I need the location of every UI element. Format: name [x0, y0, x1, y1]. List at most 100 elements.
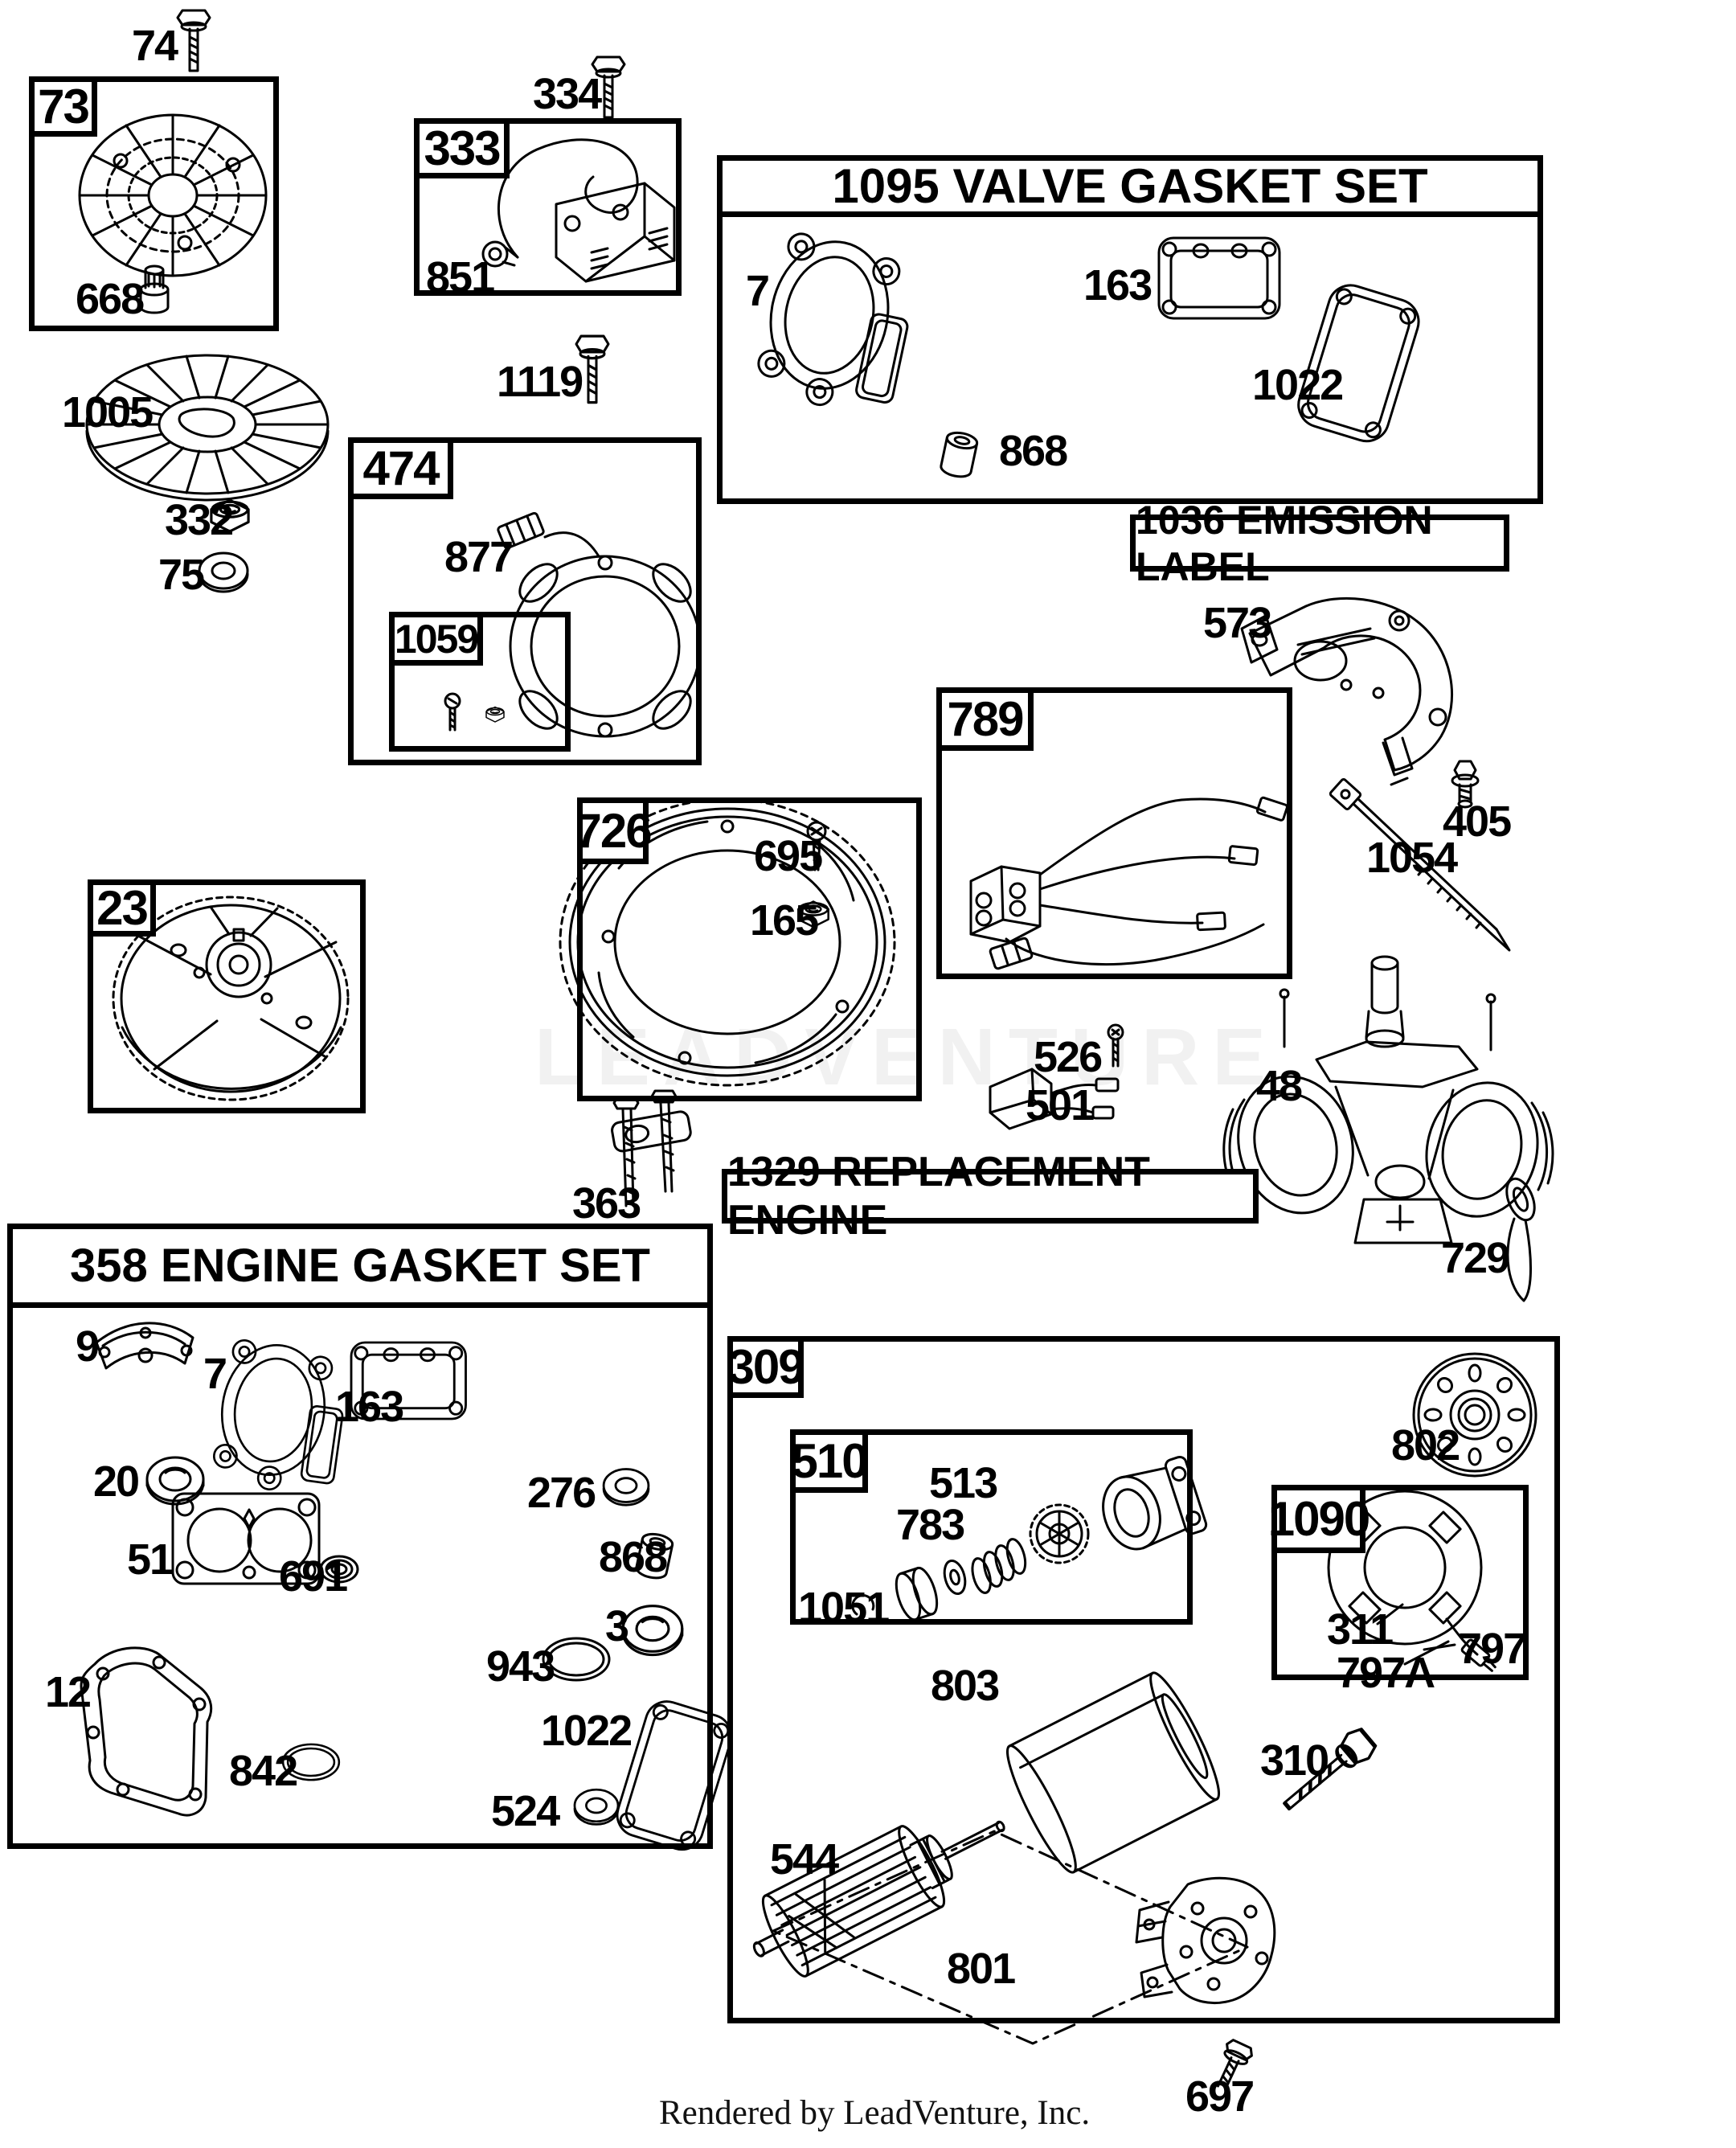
part-label-524[interactable]: 524 [491, 1787, 560, 1835]
part-label-332[interactable]: 332 [165, 496, 234, 544]
part-label-691[interactable]: 691 [279, 1552, 348, 1601]
part-label-526[interactable]: 526 [1034, 1033, 1103, 1081]
starter-housing-803-sketch [1005, 1671, 1221, 1874]
ignition-coil-333-sketch [481, 138, 676, 283]
blower-screen-73-sketch [78, 113, 268, 277]
flywheel-23-sketch [112, 896, 350, 1101]
part-label-802[interactable]: 802 [1391, 1421, 1460, 1470]
washer-75-sketch [198, 551, 249, 593]
part-label-544[interactable]: 544 [770, 1835, 839, 1884]
crankcase-gasket-12-sketch [80, 1646, 213, 1817]
section-box-309: 309 [727, 1336, 1560, 2023]
part-label-165[interactable]: 165 [750, 896, 819, 945]
part-label-729[interactable]: 729 [1441, 1234, 1510, 1282]
section-title-1036: 1036 EMISSION LABEL [1130, 498, 1509, 589]
part-label-7[interactable]: 7 [746, 267, 770, 315]
section-box-510: 510 [790, 1429, 1193, 1625]
ring-gear-726-sketch [559, 797, 896, 1087]
part-label-697[interactable]: 697 [1185, 2072, 1255, 2121]
cable-tie-1054-sketch [1329, 778, 1511, 952]
section-label-23[interactable]: 23 [93, 881, 156, 937]
part-label-1054[interactable]: 1054 [1366, 834, 1458, 882]
part-label-7[interactable]: 7 [203, 1350, 227, 1398]
part-label-803[interactable]: 803 [931, 1662, 1000, 1710]
part-label-20[interactable]: 20 [93, 1457, 140, 1506]
screw-1059-sketch [444, 692, 461, 732]
screw-526-sketch [1107, 1023, 1124, 1068]
short-block-48-sketch [1222, 955, 1554, 1244]
section-label-726[interactable]: 726 [575, 803, 653, 864]
section-label-309[interactable]: 309 [727, 1340, 805, 1398]
section-label-474[interactable]: 474 [354, 441, 453, 499]
section-box-1059: 1059 [389, 612, 571, 752]
part-label-405[interactable]: 405 [1443, 797, 1512, 846]
part-label-1119[interactable]: 1119 [497, 358, 583, 406]
leader-line-797 [1423, 1643, 1456, 1651]
section-label-1059[interactable]: 1059 [395, 617, 483, 666]
part-label-363[interactable]: 363 [572, 1179, 641, 1228]
part-label-163[interactable]: 163 [335, 1383, 404, 1431]
screw-405-sketch [1451, 760, 1480, 809]
leader-line-797a [1403, 1640, 1450, 1666]
part-label-668[interactable]: 668 [76, 275, 145, 323]
part-label-1005[interactable]: 1005 [62, 388, 154, 437]
section-box-1090: 1090 [1268, 1485, 1529, 1680]
part-label-513[interactable]: 513 [929, 1459, 998, 1507]
part-label-797A[interactable]: 797A [1337, 1649, 1435, 1697]
seal-729-sketch [1505, 1177, 1536, 1302]
part-label-12[interactable]: 12 [45, 1668, 92, 1716]
section-banner-358: 358 ENGINE GASKET SET [13, 1229, 707, 1308]
part-label-51[interactable]: 51 [127, 1535, 174, 1584]
part-label-310[interactable]: 310 [1260, 1736, 1329, 1785]
part-label-75[interactable]: 75 [158, 551, 205, 599]
section-title-1329: 1329 REPLACEMENT ENGINE [722, 1149, 1259, 1244]
section-label-73[interactable]: 73 [35, 80, 97, 137]
section-box-789: 789 [936, 687, 1292, 979]
section-box-474: 474 [348, 437, 702, 765]
wiring-harness-789-sketch [969, 796, 1288, 970]
part-label-877[interactable]: 877 [444, 533, 514, 581]
part-label-868[interactable]: 868 [599, 1533, 668, 1581]
part-label-695[interactable]: 695 [754, 832, 823, 880]
part-label-48[interactable]: 48 [1256, 1062, 1303, 1110]
part-label-801[interactable]: 801 [947, 1945, 1016, 1993]
section-label-510[interactable]: 510 [791, 1434, 869, 1493]
part-label-3[interactable]: 3 [605, 1602, 629, 1650]
flywheel-puller-363-sketch [611, 1089, 692, 1207]
part-label-9[interactable]: 9 [76, 1322, 100, 1371]
section-label-1090[interactable]: 1090 [1268, 1490, 1370, 1553]
part-label-573[interactable]: 573 [1203, 599, 1272, 647]
section-box-1095: 1095 VALVE GASKET SET [717, 155, 1543, 504]
manifold-gasket-51-sketch [171, 1492, 321, 1585]
part-label-783[interactable]: 783 [896, 1501, 965, 1549]
leader-line-311 [1376, 1603, 1404, 1625]
part-label-1022[interactable]: 1022 [1252, 361, 1344, 409]
part-label-868[interactable]: 868 [999, 427, 1068, 475]
screw-697-sketch [1216, 2039, 1253, 2091]
part-label-276[interactable]: 276 [527, 1469, 596, 1517]
part-label-1022[interactable]: 1022 [541, 1707, 633, 1755]
part-label-851[interactable]: 851 [426, 253, 495, 301]
drive-kit-510-sketch [851, 1455, 1208, 1621]
section-label-789[interactable]: 789 [942, 692, 1034, 751]
section-box-23: 23 [88, 879, 366, 1113]
section-box-333: 333 [414, 118, 682, 296]
part-label-797[interactable]: 797 [1458, 1625, 1527, 1673]
screw-668-sketch [139, 264, 170, 314]
part-label-311[interactable]: 311 [1327, 1605, 1394, 1654]
blower-bracket-573-sketch [1240, 596, 1454, 786]
section-box-726: 726 [575, 797, 922, 1101]
section-banner-1095: 1095 VALVE GASKET SET [723, 159, 1537, 217]
section-label-333[interactable]: 333 [420, 121, 510, 178]
part-label-74[interactable]: 74 [132, 22, 178, 70]
part-label-334[interactable]: 334 [533, 70, 602, 118]
grommet-691-sketch [319, 1555, 359, 1584]
part-label-501[interactable]: 501 [1026, 1081, 1095, 1129]
part-label-163[interactable]: 163 [1083, 261, 1153, 309]
part-label-842[interactable]: 842 [229, 1747, 298, 1795]
part-label-1051[interactable]: 1051 [798, 1584, 890, 1632]
brush-holder-1090-sketch [1327, 1490, 1496, 1672]
part-label-943[interactable]: 943 [486, 1642, 555, 1691]
